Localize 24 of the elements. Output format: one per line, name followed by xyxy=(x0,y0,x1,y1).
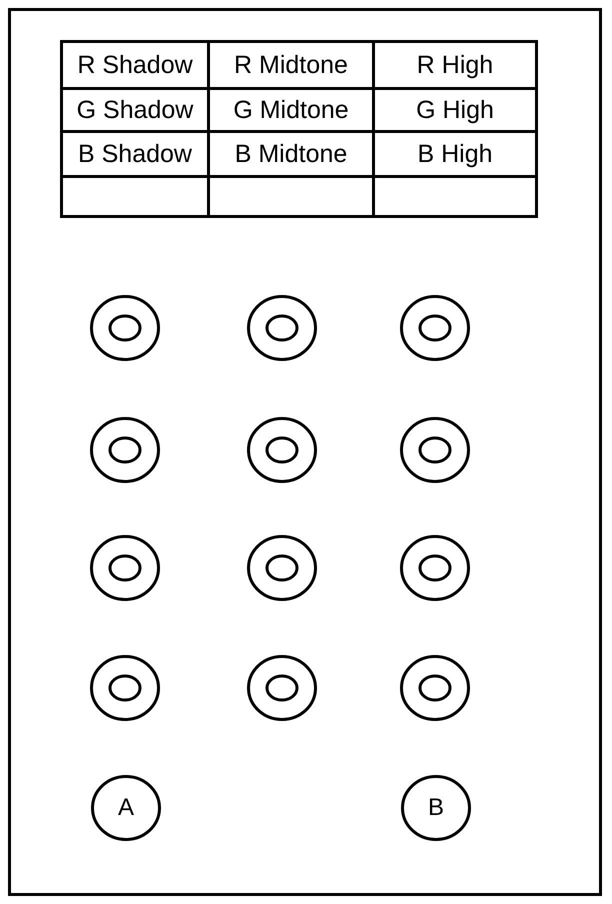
table-cell: R High xyxy=(374,42,536,88)
knob xyxy=(247,295,317,361)
knob-label: A xyxy=(116,795,135,821)
table-cell: R Shadow xyxy=(62,42,208,88)
knob xyxy=(247,535,317,601)
knob xyxy=(90,535,160,601)
table-cell: G Midtone xyxy=(208,88,374,132)
knob xyxy=(90,417,160,483)
knob xyxy=(400,535,470,601)
table-cell: G Shadow xyxy=(62,88,208,132)
knob xyxy=(90,295,160,361)
knob xyxy=(247,655,317,721)
knob xyxy=(247,417,317,483)
table-cell: B Shadow xyxy=(62,132,208,176)
knob xyxy=(400,417,470,483)
table-cell: B High xyxy=(374,132,536,176)
knob xyxy=(90,655,160,721)
knob xyxy=(400,295,470,361)
table-cell: B Midtone xyxy=(208,132,374,176)
table-cell: G High xyxy=(374,88,536,132)
table-cell: R Midtone xyxy=(208,42,374,88)
knob xyxy=(400,655,470,721)
knob-label: B xyxy=(426,795,445,821)
panel-outline xyxy=(8,8,602,896)
